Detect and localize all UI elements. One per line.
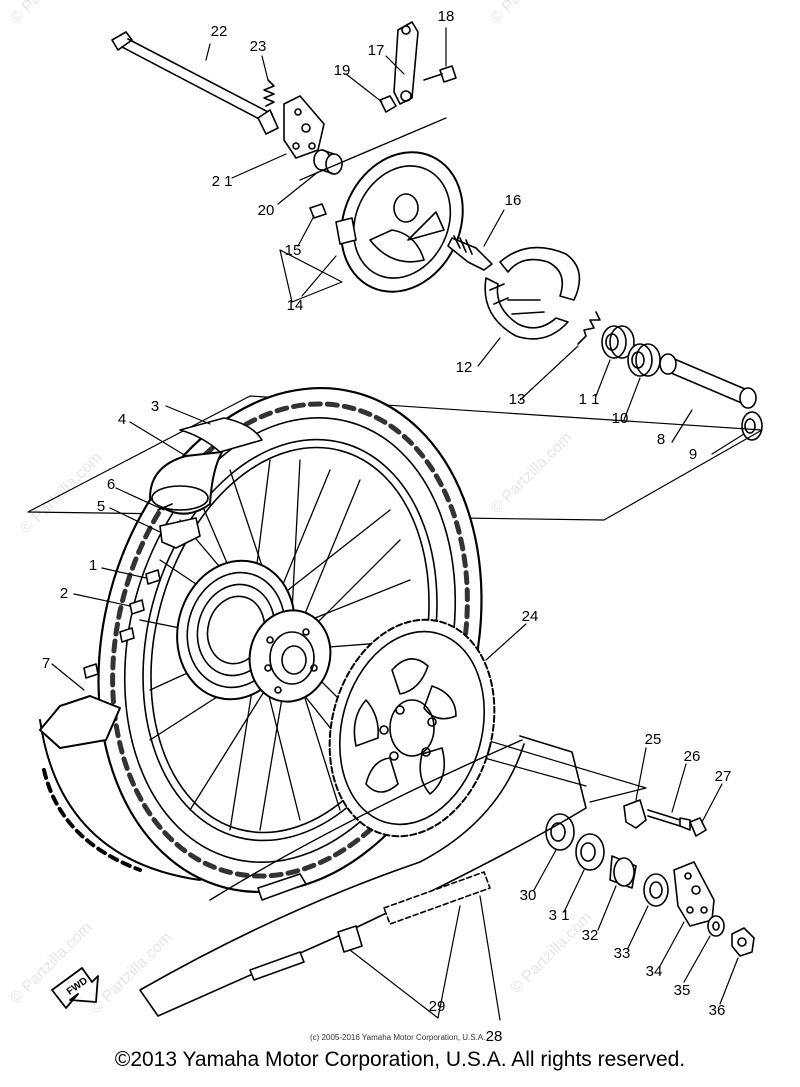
callout-18: 18 [437, 8, 455, 25]
callout-9: 9 [688, 446, 698, 463]
callout-4: 4 [117, 411, 127, 428]
adjuster-bolt-drawing [623, 799, 707, 837]
spring-13-drawing [577, 311, 601, 345]
callout-30: 30 [519, 887, 537, 904]
callout-14: 14 [286, 297, 304, 314]
callout-34: 34 [645, 963, 663, 980]
callout-12: 12 [455, 359, 473, 376]
callout-31: 3 1 [548, 907, 570, 924]
callout-27: 27 [714, 768, 732, 785]
seal-33-drawing [643, 873, 669, 907]
leader-lines [51, 27, 745, 1021]
callout-15: 15 [284, 242, 302, 259]
callout-8: 8 [656, 431, 666, 448]
axle-shaft-drawing [111, 31, 279, 135]
spacer-8-drawing [659, 353, 757, 409]
hub-drawing [176, 559, 332, 703]
callout-3: 3 [150, 398, 160, 415]
callout-17: 17 [367, 42, 385, 59]
callout-23: 23 [249, 38, 267, 55]
callout-7: 7 [41, 655, 51, 672]
callout-20: 20 [257, 202, 275, 219]
callout-33: 33 [613, 945, 631, 962]
spoke-nipples-drawing [83, 569, 161, 679]
rim-lock-drawing [157, 503, 201, 549]
callout-36: 36 [708, 1002, 726, 1019]
brake-cam-drawing [447, 235, 493, 271]
chain-adjuster-left-drawing [283, 95, 325, 159]
callout-2: 2 [59, 585, 69, 602]
brake-shoe-drawing [484, 246, 581, 340]
callout-13: 13 [508, 391, 526, 408]
sprocket-drawing [328, 618, 496, 838]
callout-1: 1 [88, 557, 98, 574]
brake-plate-drawing [335, 151, 464, 293]
callout-19: 19 [333, 62, 351, 79]
callout-29: 29 [428, 998, 446, 1015]
callout-35: 35 [673, 982, 691, 999]
callout-11: 1 1 [578, 391, 600, 408]
collar-20-drawing [313, 149, 343, 175]
callout-25: 25 [644, 731, 662, 748]
callout-16: 16 [504, 192, 522, 209]
callout-28: 28 [485, 1028, 503, 1045]
callout-24: 24 [521, 608, 539, 625]
bearing-31-drawing [575, 833, 605, 871]
collar-32-drawing [609, 855, 637, 889]
callout-10: 10 [611, 410, 629, 427]
callout-5: 5 [96, 498, 106, 515]
washer-35-drawing [707, 915, 725, 937]
bearing-30-drawing [545, 813, 575, 851]
callout-21: 2 1 [211, 173, 233, 190]
rim-band-drawing [149, 417, 263, 515]
chain-drawing [139, 735, 587, 1017]
cam-lever-drawing [379, 21, 457, 113]
nut-15-drawing [309, 203, 327, 219]
chain-adjuster-right-drawing [673, 861, 715, 927]
nut-36-drawing [731, 927, 755, 957]
fwd-arrow-icon [51, 967, 99, 1009]
callout-22: 22 [210, 23, 228, 40]
spring-23-drawing [263, 79, 275, 107]
callout-6: 6 [106, 476, 116, 493]
small-copyright: (c) 2005-2016 Yamaha Motor Corporation, … [310, 1033, 486, 1042]
copyright-notice: ©2013 Yamaha Motor Corporation, U.S.A. A… [114, 1048, 686, 1071]
callout-32: 32 [581, 927, 599, 944]
bearing-10-drawing [627, 343, 661, 377]
callout-26: 26 [683, 748, 701, 765]
bearing-11-drawing [601, 325, 635, 359]
